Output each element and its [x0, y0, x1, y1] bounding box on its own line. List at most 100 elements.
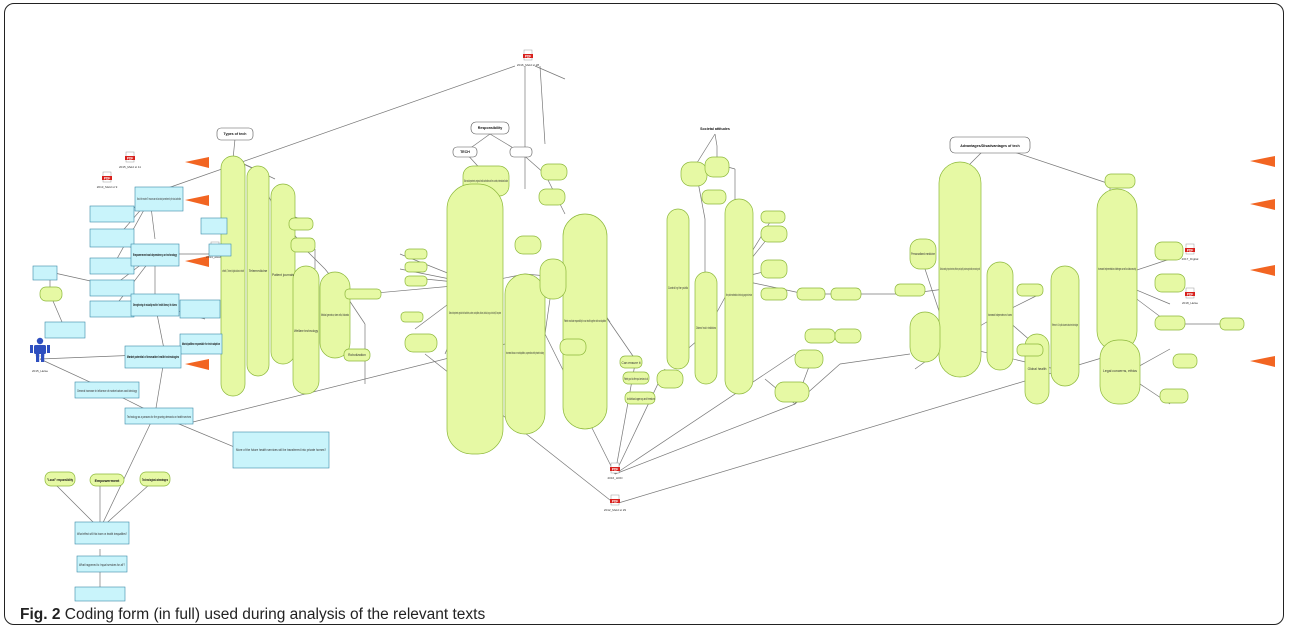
blue-nodes — [32, 186, 330, 602]
node-decision-making-label: Decision-making, improved services, effi… — [940, 267, 980, 271]
node-individual-agency-label: Individual agency and freedom — [627, 397, 655, 401]
node-control-public-label: Control by the public — [668, 286, 688, 290]
orange-marker-left-3 — [185, 256, 209, 267]
figure-frame: PDF — [4, 3, 1284, 625]
node-local-responsibility — [44, 471, 76, 487]
orange-marker-right-3 — [1250, 265, 1275, 276]
node-genomics-label: Medical genomics, stem cells, biobanks — [321, 313, 349, 317]
note-q6 — [74, 381, 140, 399]
node-control-public — [666, 208, 690, 370]
node-implementation-label: Increased implementation challenges as w… — [1098, 267, 1136, 271]
pdf-icon — [101, 171, 113, 183]
pdf-icon — [1184, 243, 1196, 255]
node-empowerment-label: Empowerment — [95, 479, 121, 483]
orange-marker-left-2 — [185, 195, 209, 206]
node-municipalities — [504, 273, 546, 435]
node-responsibility-label: Responsibility — [478, 126, 503, 130]
note-q4-label: Municipalities responsible for tech adop… — [182, 342, 220, 346]
orange-marker-right-1 — [1250, 156, 1275, 167]
green-node-labels: e-Health, IT, internet, digital solution… — [47, 179, 1137, 483]
node-advantages — [949, 136, 1031, 154]
note-q1 — [134, 186, 184, 212]
node-personalised-medicine — [909, 238, 937, 270]
orange-marker-right-4 — [1250, 356, 1275, 367]
white-nodes — [216, 121, 1031, 158]
note-q10 — [76, 555, 128, 573]
note-q5 — [124, 345, 182, 369]
note-q2-label: Empowerment and dependency on technology — [133, 253, 177, 257]
pdf-icon — [609, 462, 621, 474]
node-telemedicine — [246, 165, 270, 377]
orange-marker-right-2 — [1250, 199, 1275, 210]
node-patient-responsibility — [562, 213, 608, 430]
node-tech-advantages-label: Technological advantages — [142, 478, 168, 482]
pdf-label: 2015_Helse — [32, 369, 48, 373]
node-state-departments-label: State and departments, regional health a… — [449, 311, 501, 315]
node-empowerment — [89, 473, 125, 487]
pdf-label: 2016_HOD — [607, 476, 623, 480]
node-patient-responsibility-label: Patient: must take responsibility for ow… — [564, 319, 606, 323]
node-robotization-label: Robotization — [348, 353, 366, 357]
node-global-health-label: Global health — [1028, 367, 1047, 371]
note-q3-label: Strengthening of mutuality and the 'heal… — [133, 303, 177, 307]
node-equal-services-label: Patient good to offer equal services to … — [624, 377, 648, 381]
pdf-nodes: 2016_Meld st 28 2015_Meld st 11 2013_Mel… — [32, 49, 1199, 512]
node-increased-independence — [986, 261, 1014, 371]
note-q3 — [130, 293, 180, 317]
orange-marker-left-4 — [185, 359, 209, 370]
node-telemedicine-label: Telemedicine — [249, 269, 268, 273]
note-q1-label: Most of the modern IT resources as well … — [137, 197, 181, 201]
node-tech-label: TECH — [460, 150, 470, 154]
node-local-responsibility-label: "Local" responsibility — [47, 478, 73, 482]
node-ehealth-label: e-Health, IT, internet, digital solution… — [222, 269, 244, 273]
figure-label: Fig. 2 — [20, 606, 61, 623]
node-types-of-tech-label: Types of tech — [224, 132, 247, 136]
node-genomics — [319, 271, 351, 359]
note-q9-label: What effect will this have on health ine… — [77, 532, 127, 536]
figure-caption-text: Coding form (in full) used during analys… — [64, 606, 486, 623]
node-welfare-tech — [292, 265, 320, 395]
note-q8-label: More of the future health services will … — [236, 448, 326, 452]
coding-form-diagram: PDF — [30, 49, 1275, 602]
note-q4 — [179, 333, 223, 355]
pdf-icon — [124, 151, 136, 163]
node-ehealth — [220, 155, 246, 397]
node-citizens-trust-label: Citizens' trust in institutions — [696, 326, 716, 330]
node-advantages-label: Advantages/Disadvantages of tech — [960, 144, 1020, 148]
pdf-label: 2017_Digital — [1182, 257, 1199, 261]
note-q9 — [74, 521, 130, 545]
figure-caption: Fig. 2 Coding form (in full) used during… — [20, 606, 485, 624]
node-new-positive — [724, 198, 754, 395]
node-societal-label: Societal attitudes — [700, 127, 730, 131]
node-responsibility — [470, 121, 510, 135]
node-can-ensure-label: Can ensure it — [622, 361, 641, 365]
node-municipalities-label: Increased focus on municipalities, coope… — [506, 351, 544, 355]
pdf-label: 2016_Meld st 28 — [517, 63, 540, 67]
pdf-label: 2013_Meld st 9 — [97, 185, 118, 189]
note-q7 — [124, 407, 194, 425]
orange-markers — [185, 156, 1275, 370]
orange-marker-left-1 — [185, 157, 209, 168]
pdf-label: 2014_eHelse — [206, 255, 224, 259]
pdf-icon — [609, 494, 621, 506]
note-q5-label: Market potential of innovative health te… — [127, 355, 179, 359]
pdf-label: 2015_Meld st 11 — [119, 165, 141, 169]
node-tech — [452, 146, 478, 158]
green-nodes — [39, 155, 1245, 487]
node-citizens-trust — [694, 271, 718, 385]
node-types-of-tech — [216, 127, 254, 141]
pdf-icon — [1184, 287, 1196, 299]
node-legal-concerns-label: Legal concerns, ethics — [1103, 369, 1137, 373]
node-personalised-medicine-label: Personalised medicine — [911, 252, 935, 256]
node-reference-a-label: Reference to 'A' in public documents abo… — [1052, 323, 1078, 327]
node-welfare-tech-label: Welfare technology — [294, 329, 318, 333]
note-q10-label: What happened to 'equal services for all… — [79, 563, 125, 567]
note-q2 — [130, 243, 180, 267]
node-legal-concerns — [1099, 339, 1141, 405]
person-icon — [30, 337, 50, 362]
note-q7-label: Technology as a panacea for the growing … — [127, 415, 191, 419]
node-reference-a — [1050, 265, 1080, 387]
pdf-label: 2018_Helse — [1182, 301, 1198, 305]
node-state-departments — [446, 183, 504, 455]
node-tech-advantages — [139, 471, 171, 487]
